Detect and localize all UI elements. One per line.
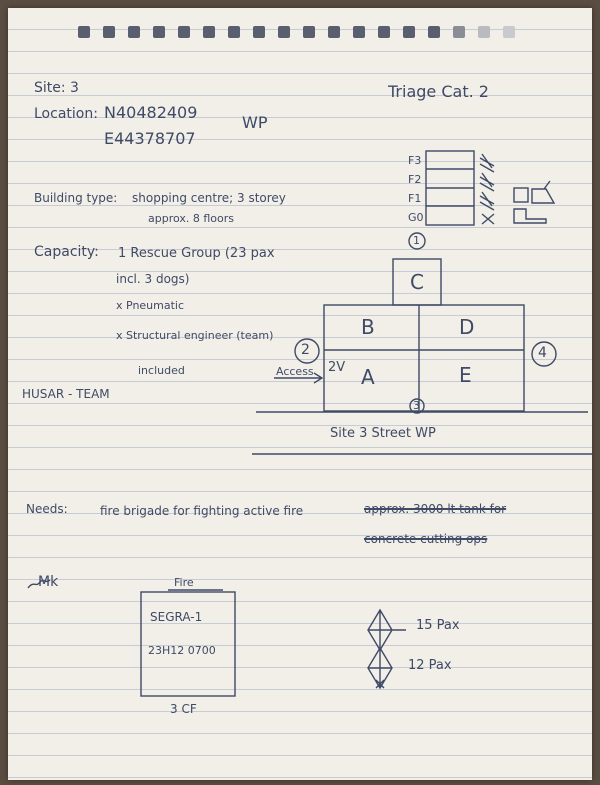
capacity-line-2: incl. 3 dogs)	[116, 272, 190, 286]
location-label: Location:	[34, 106, 98, 122]
sector-d: D	[459, 315, 475, 339]
entry-label: Access	[276, 365, 314, 378]
floor-label: F1	[408, 192, 422, 205]
needs-text: fire brigade for fighting active fire	[100, 504, 304, 518]
building-type-value-2: approx. 8 floors	[148, 212, 235, 225]
floor-label: F3	[408, 154, 422, 167]
site-label: Site: 3	[34, 80, 79, 96]
triage-category: Triage Cat. 2	[388, 82, 489, 101]
building-type-value: shopping centre; 3 storey	[132, 191, 286, 205]
needs-struck-1: approx. 3000 lt tank for	[364, 502, 507, 516]
sector-a: A	[361, 365, 375, 389]
marking-top: Fire	[174, 576, 194, 589]
victim-count: 12 Pax	[408, 658, 452, 673]
capacity-line-4: x Structural engineer (team)	[116, 329, 274, 342]
capacity-line-3: x Pneumatic	[116, 299, 185, 312]
sector-b: B	[361, 315, 375, 339]
building-type-label: Building type:	[34, 191, 118, 205]
capacity-line-1: 1 Rescue Group (23 pax	[118, 246, 275, 261]
marking-line-2: 23H12 0700	[148, 644, 216, 657]
access-mark: 2V	[328, 360, 346, 375]
floor-label: G0	[408, 211, 424, 224]
waypoint-label: WP	[242, 113, 268, 132]
side-2: 2	[301, 342, 310, 358]
sector-e: E	[459, 363, 472, 387]
longitude: E44378707	[104, 129, 196, 148]
notebook-page: Site: 3 Location: N40482409 E44378707 WP…	[8, 8, 592, 780]
street-label: Site 3 Street WP	[330, 426, 436, 441]
capacity-label: Capacity:	[34, 244, 99, 260]
floor-label: F2	[408, 173, 422, 186]
victim-count: 15 Pax	[416, 618, 460, 633]
marking-bottom: 3 CF	[170, 702, 197, 716]
side-3: 3	[413, 399, 420, 412]
marking-line-1: SEGRA-1	[150, 610, 203, 624]
latitude: N40482409	[104, 103, 198, 122]
needs-struck-2: concrete cutting ops	[364, 532, 488, 546]
marking-symbol: Mk	[38, 574, 59, 590]
building-sketch	[27, 150, 592, 697]
needs-label: Needs:	[26, 502, 68, 516]
side-4: 4	[538, 345, 547, 361]
team-name: HUSAR - TEAM	[22, 387, 110, 401]
capacity-line-5: included	[138, 364, 185, 377]
floor-stack	[425, 150, 556, 226]
sector-c: C	[410, 270, 424, 294]
side-1: 1	[413, 234, 420, 247]
